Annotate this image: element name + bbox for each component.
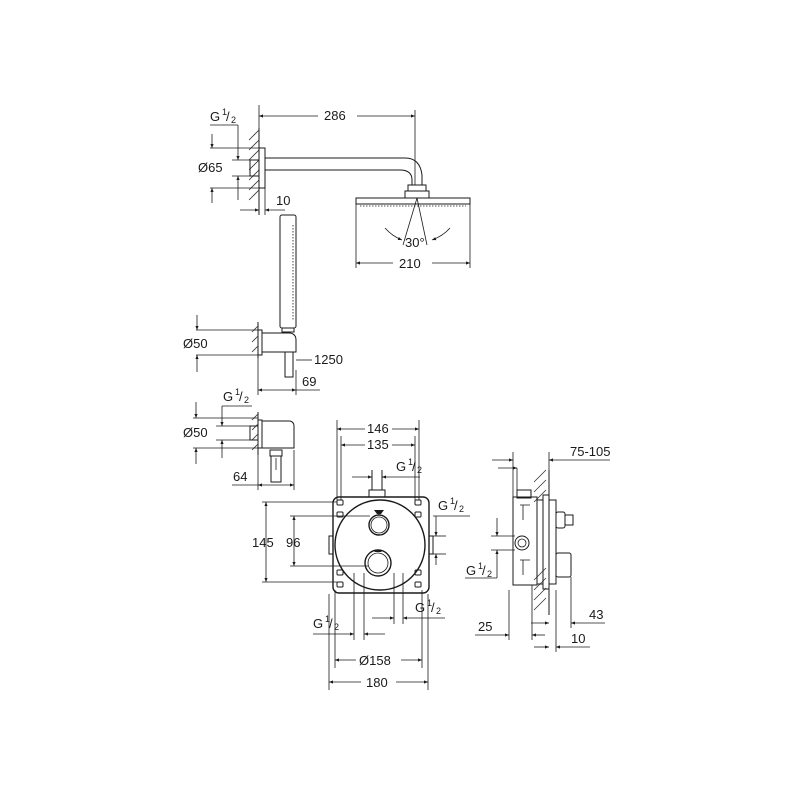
flow-control-knob[interactable] [368, 514, 390, 536]
cover-plate-side [548, 499, 557, 585]
top-outlet-thread-label: G [396, 459, 406, 474]
side-outlet-thread-label: G [438, 498, 448, 513]
flange [258, 147, 266, 189]
svg-text:1: 1 [325, 614, 330, 624]
svg-text:/: / [482, 563, 486, 578]
flange-depth-label: 10 [276, 193, 290, 208]
wall-outlet-elbow-view: G 1 / 2 Ø50 64 [183, 387, 295, 490]
holder-flange [258, 329, 263, 356]
svg-text:2: 2 [334, 622, 339, 632]
flange-diameter-label: Ø65 [198, 160, 223, 175]
plate-width-label: 180 [366, 675, 388, 690]
inlet-thread-label: G [466, 563, 476, 578]
thermostat-front-view: 146 135 G 1 / 2 G 1 / 2 145 96 [252, 420, 470, 690]
top-outlet [368, 489, 386, 498]
height-outer-label: 145 [252, 535, 274, 550]
elbow-outlet [270, 455, 282, 483]
box-width-inner-label: 135 [367, 437, 389, 452]
rear-depth-label: 25 [478, 619, 492, 634]
flow-knob-side [555, 511, 566, 529]
svg-text:1: 1 [427, 598, 432, 608]
svg-text:1: 1 [222, 107, 227, 117]
svg-text:1: 1 [478, 561, 483, 571]
svg-text:/: / [431, 600, 435, 615]
cover-plate [334, 499, 426, 591]
svg-text:/: / [226, 109, 230, 124]
temp-knob-side [555, 552, 572, 578]
svg-text:1: 1 [235, 387, 240, 397]
svg-text:/: / [454, 498, 458, 513]
plate-diameter-label: Ø158 [359, 653, 391, 668]
svg-text:1: 1 [450, 496, 455, 506]
svg-text:/: / [412, 459, 416, 474]
svg-text:2: 2 [231, 115, 236, 125]
thread-stub [249, 159, 260, 177]
inlet-fitting [514, 535, 530, 551]
head-width-label: 210 [399, 256, 421, 271]
svg-text:/: / [329, 616, 333, 631]
holder-projection-label: 69 [302, 374, 316, 389]
hose [284, 351, 294, 378]
wall-depth-range-label: 75-105 [570, 444, 610, 459]
svg-text:2: 2 [459, 504, 464, 514]
svg-text:1: 1 [408, 457, 413, 467]
shower-head [355, 197, 471, 205]
hand-shower [279, 214, 297, 329]
overhead-shower-view: 30° 286 G 1 / 2 Ø65 10 210 [198, 105, 471, 271]
thread-label: G [210, 109, 220, 124]
svg-text:2: 2 [417, 465, 422, 475]
elbow-projection-label: 64 [233, 469, 247, 484]
elbow-flange [258, 419, 263, 449]
elbow-diameter-label: Ø50 [183, 425, 208, 440]
svg-text:2: 2 [487, 569, 492, 579]
knob-projection-label: 43 [589, 607, 603, 622]
height-inner-label: 96 [286, 535, 300, 550]
arm-length-label: 286 [324, 108, 346, 123]
box-width-outer-label: 146 [367, 421, 389, 436]
bottom-left-thread-label: G [313, 616, 323, 631]
hand-shower-holder-view: Ø50 1250 69 [183, 214, 343, 395]
plate-thickness-label: 10 [571, 631, 585, 646]
hose-length-label: 1250 [314, 352, 343, 367]
holder-diameter-label: Ø50 [183, 336, 208, 351]
tilt-angle-label: 30° [405, 235, 425, 250]
bottom-right-thread-label: G [415, 600, 425, 615]
svg-text:2: 2 [244, 395, 249, 405]
shower-arm [265, 157, 423, 185]
elbow-thread-label: G [223, 389, 233, 404]
thermostat-side-view: 75-105 G 1 / 2 25 43 10 [465, 444, 610, 652]
temperature-knob[interactable] [364, 549, 392, 577]
svg-text:/: / [239, 389, 243, 404]
svg-text:2: 2 [436, 606, 441, 616]
